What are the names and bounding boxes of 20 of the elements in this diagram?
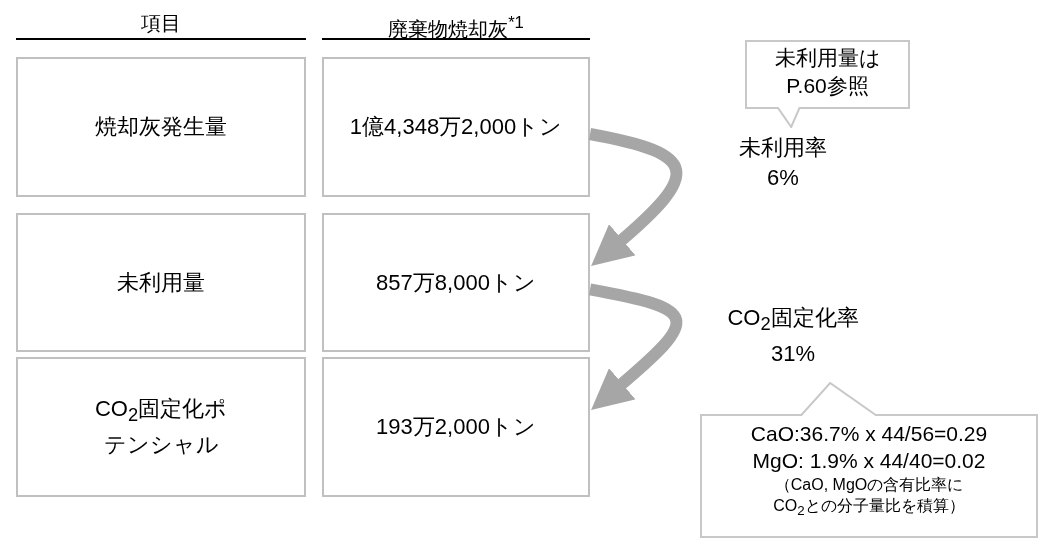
callout-bubble <box>700 382 1038 538</box>
table-cell <box>16 357 306 497</box>
cell-text: 1億4,348万2,000トン <box>349 113 563 141</box>
note-text: （CaO, MgOの含有比率にCO$_{2}$との分子量比を積算） <box>772 475 966 521</box>
table-cell <box>322 213 590 352</box>
cell-text: MgO: 1.9% x 44/40=0.02 <box>752 448 986 474</box>
table-cell <box>16 213 306 352</box>
table-cell <box>322 357 590 497</box>
cell-text: 未利用量はP.60参照 <box>773 45 882 99</box>
table-cell <box>322 57 590 197</box>
callout-bubble <box>745 40 910 128</box>
cell-text: 857万8,000トン <box>376 268 536 297</box>
cell-text: CaO:36.7% x 44/56=0.29 <box>750 421 988 447</box>
cell-text: CO$_{2}$固定化ポテンシャル <box>93 394 229 460</box>
cell-text: 未利用量 <box>117 268 205 297</box>
cell-text: 193万2,000トン <box>376 413 536 441</box>
column-header: 項目 <box>16 8 306 40</box>
column-header: 廃棄物焼却灰$^{*1}$ <box>322 8 590 40</box>
cell-text: 焼却灰発生量 <box>95 113 227 141</box>
table-cell <box>16 57 306 197</box>
